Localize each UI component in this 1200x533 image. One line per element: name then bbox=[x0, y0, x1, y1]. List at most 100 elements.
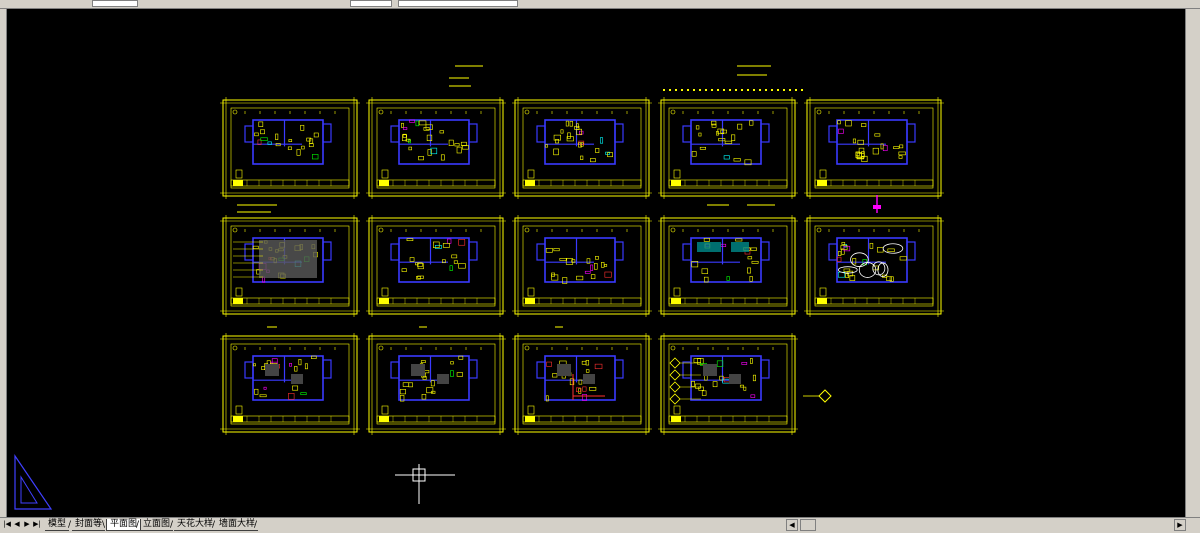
plan-symbol bbox=[578, 388, 582, 394]
plan-symbol bbox=[446, 238, 452, 244]
tab-ceiling-detail[interactable]: 天花大样 bbox=[174, 519, 217, 531]
plan-fill bbox=[265, 364, 279, 376]
vertical-scrollbar[interactable] bbox=[1185, 9, 1200, 517]
tab-separator: / bbox=[68, 520, 72, 530]
north-arrow bbox=[232, 345, 238, 351]
title-block-logo bbox=[525, 298, 535, 304]
plan-bay bbox=[468, 123, 478, 143]
plan-symbol bbox=[294, 366, 298, 372]
scroll-thumb[interactable] bbox=[800, 519, 816, 531]
plan-symbol bbox=[590, 158, 596, 163]
plan-symbol bbox=[569, 378, 575, 386]
dimension-mark bbox=[771, 89, 773, 91]
plan-symbol bbox=[703, 237, 710, 242]
plan-symbol bbox=[571, 259, 576, 263]
plan-symbol bbox=[440, 154, 445, 161]
plan-symbol bbox=[711, 120, 717, 126]
plan-symbol bbox=[275, 133, 279, 141]
drawing-canvas[interactable] bbox=[6, 9, 1187, 517]
plan-symbol bbox=[701, 268, 709, 274]
plan-symbol bbox=[426, 134, 433, 142]
title-block-logo bbox=[379, 180, 389, 186]
north-arrow bbox=[378, 345, 384, 351]
plan-symbol bbox=[747, 267, 751, 274]
tab-floor-plan[interactable]: 平面图 bbox=[106, 519, 142, 531]
title-block bbox=[522, 415, 642, 423]
plan-symbol bbox=[553, 134, 561, 141]
plan-symbol bbox=[752, 374, 756, 382]
plan-symbol bbox=[402, 382, 409, 387]
dimension-mark bbox=[699, 89, 701, 91]
dimension-mark bbox=[717, 89, 719, 91]
plan-symbol bbox=[418, 120, 427, 126]
plan-symbol bbox=[402, 133, 407, 138]
ceiling-shape bbox=[850, 252, 869, 267]
scroll-right-icon[interactable]: ▶ bbox=[1174, 519, 1186, 531]
plan-symbol bbox=[313, 132, 319, 138]
plan-symbol bbox=[253, 363, 256, 367]
plan-symbol bbox=[312, 154, 319, 160]
toolbar-field[interactable] bbox=[350, 0, 392, 7]
plan-symbol bbox=[607, 152, 613, 158]
tab-model[interactable]: 模型 bbox=[45, 519, 70, 531]
plan-symbol bbox=[695, 383, 701, 389]
tab-elevation[interactable]: 立面图 bbox=[140, 519, 174, 531]
toolbar-field[interactable] bbox=[398, 0, 518, 7]
plan-symbol bbox=[886, 276, 892, 281]
plan-symbol bbox=[559, 258, 568, 261]
plan-symbol bbox=[857, 139, 864, 145]
plan-symbol bbox=[555, 139, 559, 144]
dimension-mark bbox=[801, 89, 803, 91]
plan-symbol bbox=[553, 248, 560, 252]
plan-symbol bbox=[876, 247, 884, 253]
sheet-inner-frame bbox=[230, 107, 350, 189]
legend-box bbox=[527, 169, 535, 179]
plan-symbol bbox=[551, 274, 559, 281]
legend-box bbox=[673, 169, 681, 179]
plan-symbol bbox=[691, 261, 699, 268]
left-border bbox=[0, 9, 6, 517]
plan-symbol bbox=[590, 264, 594, 271]
title-block bbox=[668, 297, 788, 305]
plan-symbol bbox=[750, 358, 753, 364]
prev-tab-icon[interactable]: ◀ bbox=[14, 520, 20, 528]
plan-symbol bbox=[837, 120, 841, 125]
plan-symbol bbox=[430, 380, 435, 387]
plan-symbol bbox=[458, 239, 466, 246]
tab-cover[interactable]: 封面等 bbox=[72, 519, 106, 531]
plan-bay bbox=[390, 125, 400, 143]
plan-bay bbox=[322, 123, 332, 143]
magenta-marker bbox=[873, 205, 881, 209]
title-block-logo bbox=[525, 180, 535, 186]
plan-symbol bbox=[579, 130, 584, 135]
scroll-left-icon[interactable]: ◀ bbox=[786, 519, 798, 531]
ucs-triangle-icon bbox=[14, 454, 53, 510]
sheet-inner-frame bbox=[376, 107, 496, 189]
plan-symbol bbox=[450, 361, 454, 365]
plan-symbol bbox=[300, 124, 305, 131]
first-tab-icon[interactable]: |◀ bbox=[3, 520, 11, 528]
next-tab-icon[interactable]: ▶ bbox=[24, 520, 30, 528]
title-block-logo bbox=[233, 180, 243, 186]
dimension-mark bbox=[711, 89, 713, 91]
plan-symbol bbox=[737, 123, 743, 130]
last-tab-icon[interactable]: ▶| bbox=[33, 520, 41, 528]
plan-symbol bbox=[400, 395, 405, 402]
tab-wall-detail[interactable]: 墙面大样 bbox=[216, 519, 259, 531]
plan-symbol bbox=[576, 275, 584, 281]
dimension-mark bbox=[777, 89, 779, 91]
plan-symbol bbox=[259, 394, 267, 398]
plan-symbol bbox=[838, 128, 844, 134]
sheet-border bbox=[368, 217, 504, 315]
plan-symbol bbox=[402, 134, 407, 142]
plan-symbol bbox=[604, 264, 608, 267]
plan-symbol bbox=[872, 147, 879, 155]
horizontal-scrollbar[interactable]: ◀ ▶ bbox=[760, 518, 1188, 531]
toolbar-field[interactable] bbox=[92, 0, 138, 7]
plan-symbol bbox=[586, 258, 591, 264]
title-block bbox=[814, 297, 934, 305]
ucs-triangle-icon bbox=[20, 475, 38, 504]
plan-fill bbox=[291, 374, 303, 384]
sheet-border bbox=[806, 99, 942, 197]
plan-symbol bbox=[401, 268, 407, 272]
